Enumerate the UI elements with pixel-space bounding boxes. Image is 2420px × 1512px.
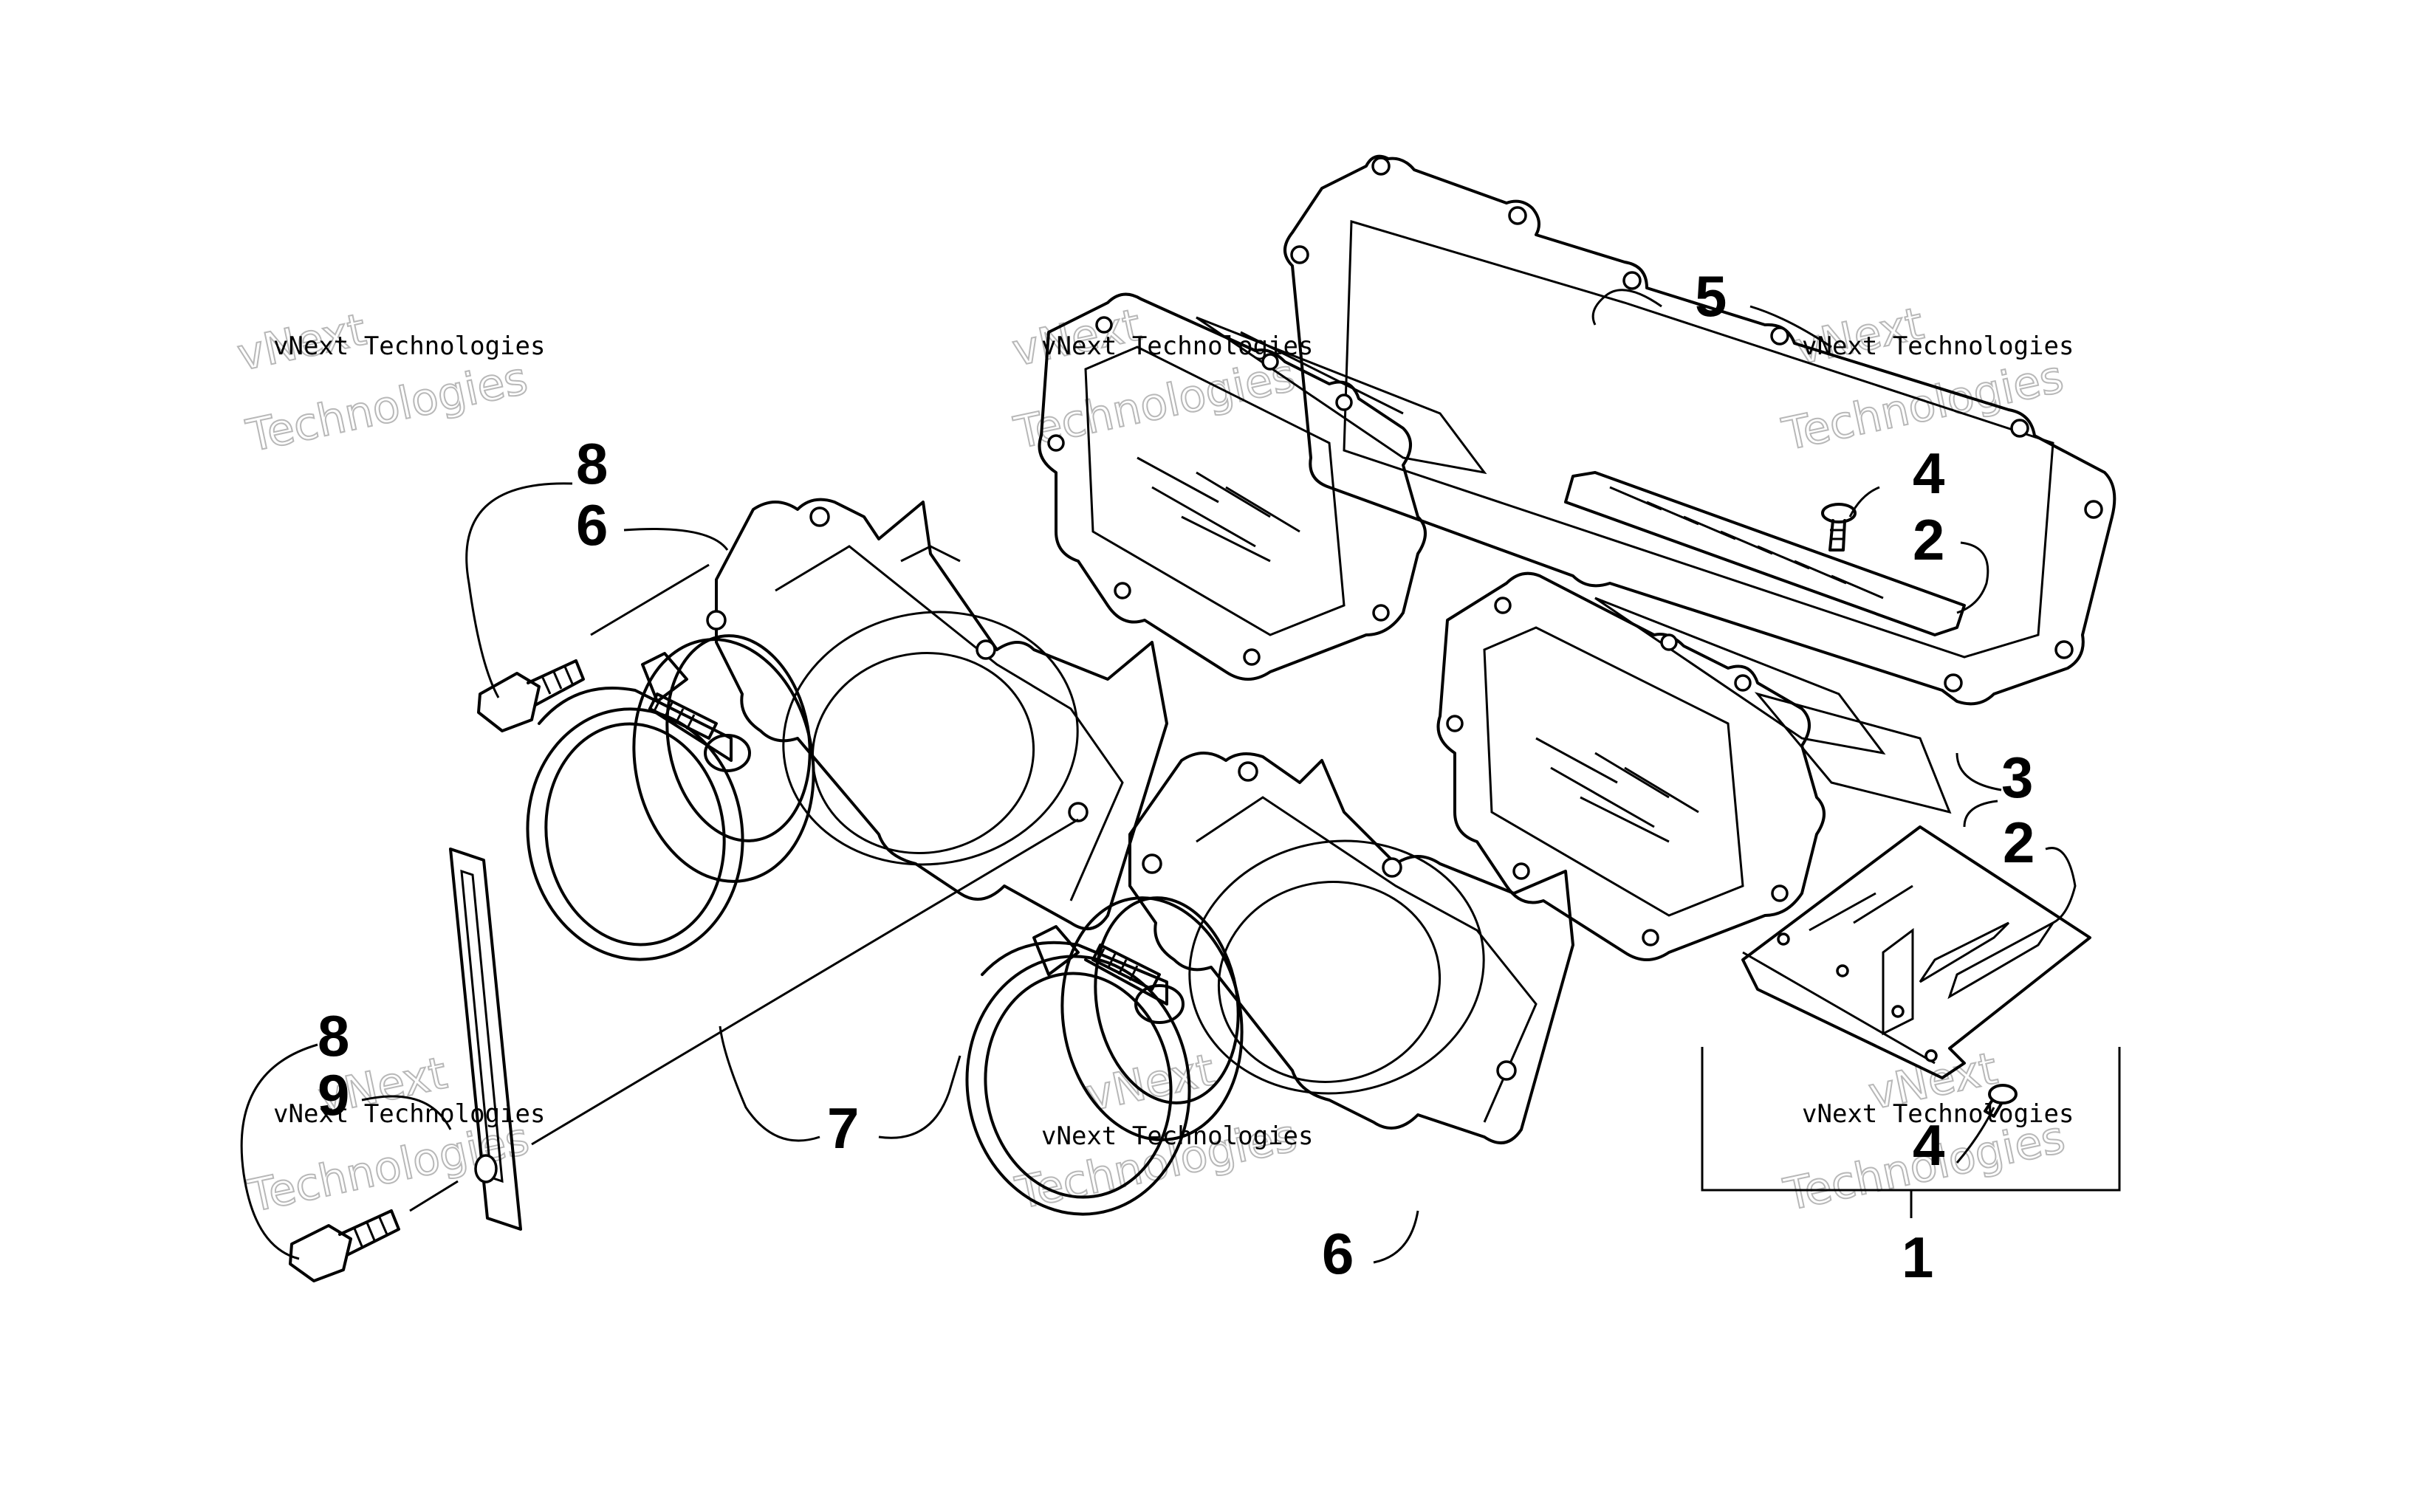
watermark-small: vNext Technologies xyxy=(1802,331,2074,361)
hose-clamp-upper xyxy=(526,634,815,961)
watermark-top-center: vNext Technologies xyxy=(1007,298,1300,460)
callout-6-upper: 6 xyxy=(576,492,608,557)
reed-petal-plate-upper xyxy=(1564,471,1966,636)
callout-2-upper: 2 xyxy=(1913,507,1944,572)
spacer-plate xyxy=(449,848,522,1231)
callout-6-lower: 6 xyxy=(1322,1221,1354,1286)
flange-bolt-upper xyxy=(477,563,710,732)
watermark-top-left: vNext Technologies xyxy=(233,303,533,464)
hose-clamp-lower xyxy=(965,896,1244,1216)
watermark-small: vNext Technologies xyxy=(273,331,545,361)
reed-valve-block-lower xyxy=(1436,571,1952,961)
callout-8-upper: 8 xyxy=(576,431,608,496)
watermark-small: vNext Technologies xyxy=(273,1099,545,1129)
callout-2-lower: 2 xyxy=(2003,810,2035,875)
screw-upper xyxy=(1821,503,1857,551)
watermark-small: vNext Technologies xyxy=(1802,1099,2074,1129)
callout-4-upper: 4 xyxy=(1913,441,1944,506)
clamp-screw-lower xyxy=(1091,944,1185,1024)
gasket xyxy=(1283,154,2116,706)
callout-5: 5 xyxy=(1695,264,1727,329)
assembly-bracket xyxy=(1701,1047,2121,1218)
callout-1: 1 xyxy=(1902,1225,1933,1290)
callout-3: 3 xyxy=(2001,745,2033,810)
alignment-line-upper xyxy=(531,818,1079,1146)
callout-4-lower: 4 xyxy=(1913,1113,1944,1178)
leader-lines xyxy=(240,289,2077,1264)
reed-valve-block-upper xyxy=(1038,292,1487,681)
flange-bolt-lower xyxy=(289,1180,459,1282)
callout-9: 9 xyxy=(318,1062,349,1127)
clamp-screw-upper xyxy=(648,693,751,772)
intake-flange-lower xyxy=(1128,752,1574,1144)
callout-7: 7 xyxy=(827,1096,859,1161)
reed-stop-plate-lower xyxy=(1741,825,2091,1079)
callout-8-lower: 8 xyxy=(318,1003,349,1068)
